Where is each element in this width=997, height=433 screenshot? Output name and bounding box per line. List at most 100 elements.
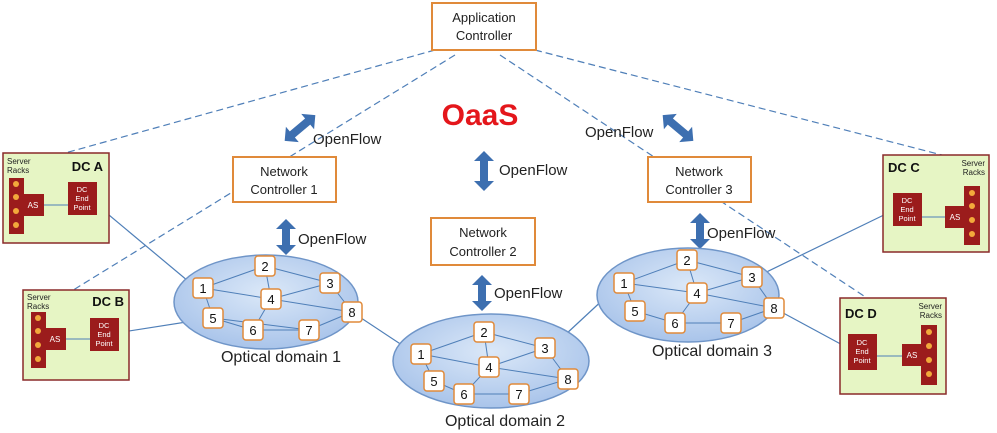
openflow-arrow-domain2: [472, 275, 492, 311]
domain-2-label: Optical domain 2: [445, 413, 565, 430]
openflow-label-nc1-diag: OpenFlow: [313, 131, 382, 148]
datacenter-d: DC D Server Racks DC End Point AS: [839, 297, 947, 395]
dc-c-as-label: AS: [950, 213, 961, 222]
domain-1-label: Optical domain 1: [221, 349, 341, 366]
node: 8: [557, 368, 579, 390]
node: 5: [624, 300, 646, 322]
dc-endpoint: [893, 193, 922, 226]
application-controller: Application Controller: [431, 2, 537, 51]
svg-text:7: 7: [305, 323, 312, 338]
server-rack: [964, 186, 980, 245]
openflow-arrow-domain1: [276, 219, 296, 255]
openflow-arrow-nc1-diag: [284, 113, 316, 143]
dc-d-name: DC D: [845, 306, 877, 321]
svg-text:Point: Point: [898, 214, 916, 223]
svg-text:3: 3: [541, 341, 548, 356]
openflow-arrows: [276, 113, 710, 311]
svg-text:6: 6: [671, 316, 678, 331]
node: 6: [242, 319, 264, 341]
node: 7: [298, 319, 320, 341]
dc-a-as-label: AS: [28, 201, 39, 210]
svg-text:DC: DC: [902, 196, 913, 205]
svg-text:4: 4: [693, 286, 700, 301]
dc-endpoint: [848, 334, 877, 370]
network-controller-2-line2: Controller 2: [449, 244, 516, 259]
svg-text:8: 8: [348, 305, 355, 320]
svg-text:1: 1: [417, 347, 424, 362]
svg-text:DC: DC: [99, 321, 110, 330]
node: 3: [534, 337, 556, 359]
domain-1-nodes: 1 2 3 4 5 6 7 8: [192, 255, 363, 341]
network-controller-1-line1: Network: [260, 164, 308, 179]
domain-3-label: Optical domain 3: [652, 343, 772, 360]
svg-text:Point: Point: [73, 203, 91, 212]
dc-c-racks-line2: Racks: [963, 168, 985, 177]
network-controller-3-line2: Controller 3: [665, 182, 732, 197]
svg-text:5: 5: [430, 374, 437, 389]
dc-a-racks-line1: Server: [7, 157, 31, 166]
network-controller-3: Network Controller 3: [647, 156, 752, 203]
node: 5: [202, 307, 224, 329]
svg-text:8: 8: [770, 301, 777, 316]
node: 4: [260, 288, 282, 310]
svg-text:1: 1: [199, 281, 206, 296]
svg-text:Point: Point: [853, 356, 871, 365]
network-controller-1: Network Controller 1: [232, 156, 337, 203]
svg-text:End: End: [900, 205, 913, 214]
svg-text:3: 3: [326, 276, 333, 291]
network-controller-3-line1: Network: [675, 164, 723, 179]
dc-b-racks-line2: Racks: [27, 302, 49, 311]
svg-text:2: 2: [683, 253, 690, 268]
svg-text:4: 4: [485, 360, 492, 375]
node: 5: [423, 370, 445, 392]
openflow-arrow-nc2-top: [474, 151, 494, 191]
svg-text:2: 2: [480, 325, 487, 340]
svg-text:6: 6: [249, 323, 256, 338]
server-rack: [9, 178, 24, 234]
svg-text:1: 1: [620, 276, 627, 291]
svg-text:5: 5: [209, 311, 216, 326]
node: 1: [410, 343, 432, 365]
svg-text:2: 2: [261, 259, 268, 274]
node: 6: [453, 383, 475, 405]
dc-c-racks-line1: Server: [961, 159, 985, 168]
svg-text:DC: DC: [857, 338, 868, 347]
optical-domain-2: 1 2 3 4 5 6 7 8 Optical domain 2: [392, 313, 590, 430]
dc-a-name: DC A: [72, 159, 104, 174]
as-box: [44, 328, 66, 350]
openflow-label-nc3-diag: OpenFlow: [585, 124, 654, 141]
svg-text:7: 7: [727, 316, 734, 331]
svg-text:5: 5: [631, 304, 638, 319]
domain-3-nodes: 1 2 3 4 5 6 7 8: [613, 249, 785, 334]
dc-b-as-label: AS: [50, 335, 61, 344]
app-controller-line1: Application: [452, 10, 516, 25]
openflow-label-nc2-top: OpenFlow: [499, 162, 568, 179]
svg-text:End: End: [75, 194, 88, 203]
dc-endpoint: [68, 182, 97, 215]
openflow-arrow-nc3-diag: [662, 113, 694, 143]
server-rack: [921, 325, 937, 385]
dc-a-racks-line2: Racks: [7, 166, 29, 175]
dc-d-racks-line1: Server: [918, 302, 942, 311]
dc-b-name: DC B: [92, 294, 124, 309]
dc-endpoint: [90, 318, 119, 351]
svg-text:8: 8: [564, 372, 571, 387]
node: 2: [254, 255, 276, 277]
svg-text:Point: Point: [95, 339, 113, 348]
domain-2-nodes: 1 2 3 4 5 6 7 8: [410, 321, 579, 405]
svg-text:7: 7: [515, 387, 522, 402]
openflow-label-domain2: OpenFlow: [494, 285, 563, 302]
node: 1: [613, 272, 635, 294]
node: 1: [192, 277, 214, 299]
as-box: [945, 206, 967, 228]
dc-b-racks-line1: Server: [27, 293, 51, 302]
node: 7: [720, 312, 742, 334]
node: 7: [508, 383, 530, 405]
dc-d-racks-line2: Racks: [920, 311, 942, 320]
as-box: [22, 194, 44, 216]
openflow-arrow-domain3: [690, 213, 710, 249]
svg-text:End: End: [97, 330, 110, 339]
node: 4: [686, 282, 708, 304]
datacenter-b: Server Racks DC B AS DC End Point: [22, 289, 130, 381]
